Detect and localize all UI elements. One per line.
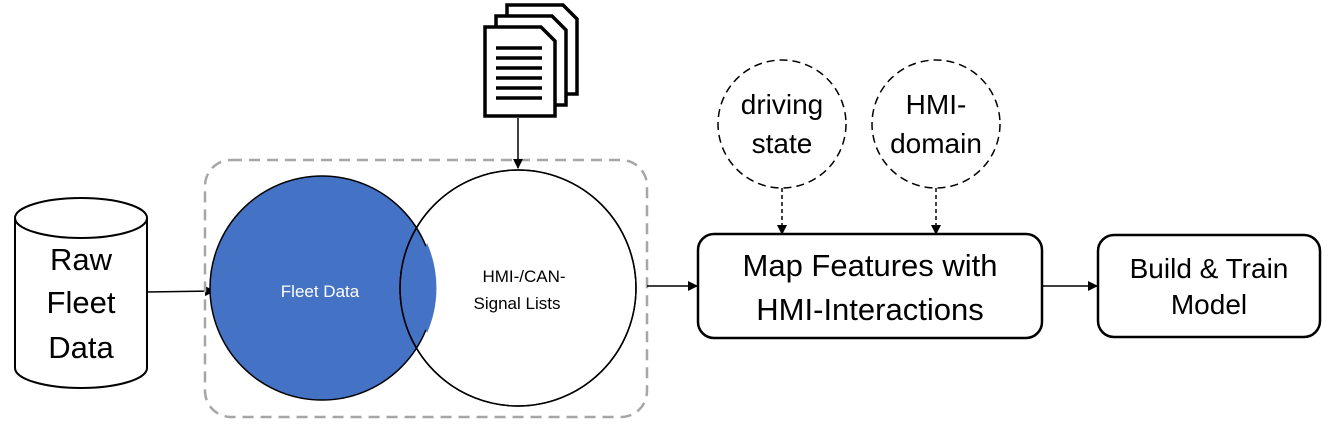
build-train-line2: Model <box>1171 289 1247 320</box>
signal-lists-line1: HMI-/CAN- <box>482 267 565 286</box>
raw-fleet-data-line2: Fleet <box>47 285 116 320</box>
map-features-line1: Map Features with <box>743 248 998 283</box>
hmi-domain-line2: domain <box>890 128 982 159</box>
build-train-line1: Build & Train <box>1130 253 1289 284</box>
overlap-region <box>418 243 437 333</box>
driving-state-line1: driving <box>741 89 823 120</box>
hmi-domain-circle <box>871 59 1001 189</box>
map-features-line2: HMI-Interactions <box>756 292 983 327</box>
document-stack-icon <box>483 3 579 118</box>
signal-lists-line2: Signal Lists <box>474 294 561 313</box>
data-group-border <box>203 158 649 419</box>
arrow-raw-to-group <box>146 286 215 297</box>
driving-state-circle <box>717 59 847 189</box>
raw-fleet-data-line1: Raw <box>50 242 113 277</box>
build-train-box <box>1096 233 1322 339</box>
raw-fleet-data-line3: Data <box>48 330 114 365</box>
raw-fleet-data-cylinder: Raw Fleet Data <box>14 197 148 389</box>
driving-state-line2: state <box>752 128 813 159</box>
fleet-data-label: Fleet Data <box>281 282 360 301</box>
hmi-domain-line1: HMI- <box>906 89 967 120</box>
